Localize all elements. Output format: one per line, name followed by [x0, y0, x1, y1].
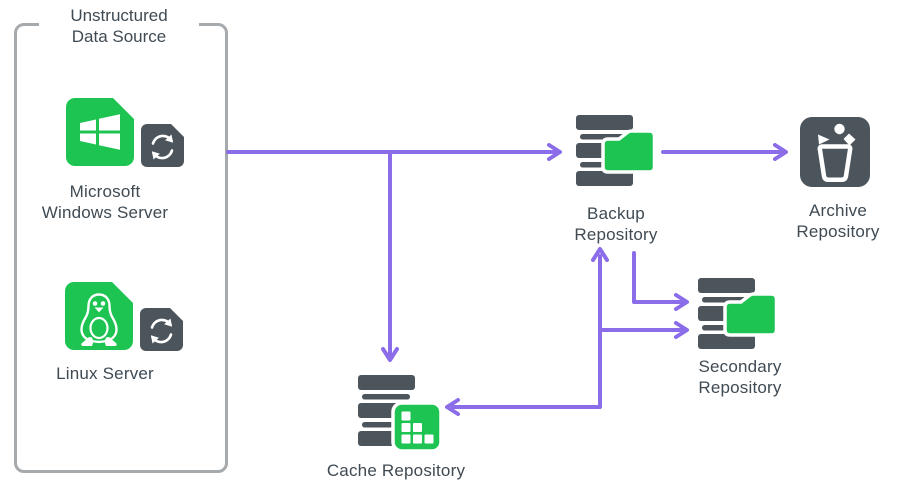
linux-server-icon	[65, 282, 183, 351]
backup-repository-label: Backup Repository	[574, 204, 658, 244]
arrow-link-to-secondary	[598, 321, 689, 339]
archive-bucket-icon	[800, 117, 870, 187]
arrow-backup-to-archive	[661, 143, 788, 161]
sync-icon	[140, 308, 183, 351]
cache-repository-label: Cache Repository	[326, 461, 466, 480]
windows-server-icon	[66, 98, 184, 167]
windows-file-icon	[66, 98, 134, 166]
linux-server-label: Linux Server	[56, 364, 154, 383]
folder-icon	[723, 292, 778, 337]
windows-logo-icon	[80, 114, 120, 150]
linux-file-icon	[65, 282, 133, 350]
arrow-backup-to-secondary	[632, 251, 689, 311]
arrow-source-to-cache	[381, 150, 399, 362]
cache-repository-icon	[358, 375, 443, 453]
sync-icon	[141, 124, 184, 167]
secondary-repository-label: Secondary Repository	[698, 357, 782, 397]
secondary-repository-icon	[698, 278, 778, 349]
archive-repository-icon	[800, 117, 870, 187]
group-title: Unstructured Data Source	[39, 5, 199, 47]
folder-icon	[601, 129, 656, 174]
tux-penguin-icon	[80, 293, 118, 346]
windows-server-label: Microsoft Windows Server	[41, 182, 169, 222]
arrow-cache-backup-link	[445, 247, 609, 416]
archive-repository-label: Archive Repository	[796, 201, 880, 241]
arrow-source-to-backup	[226, 143, 562, 161]
backup-repository-icon	[576, 115, 656, 186]
cache-cells-icon	[391, 401, 443, 453]
